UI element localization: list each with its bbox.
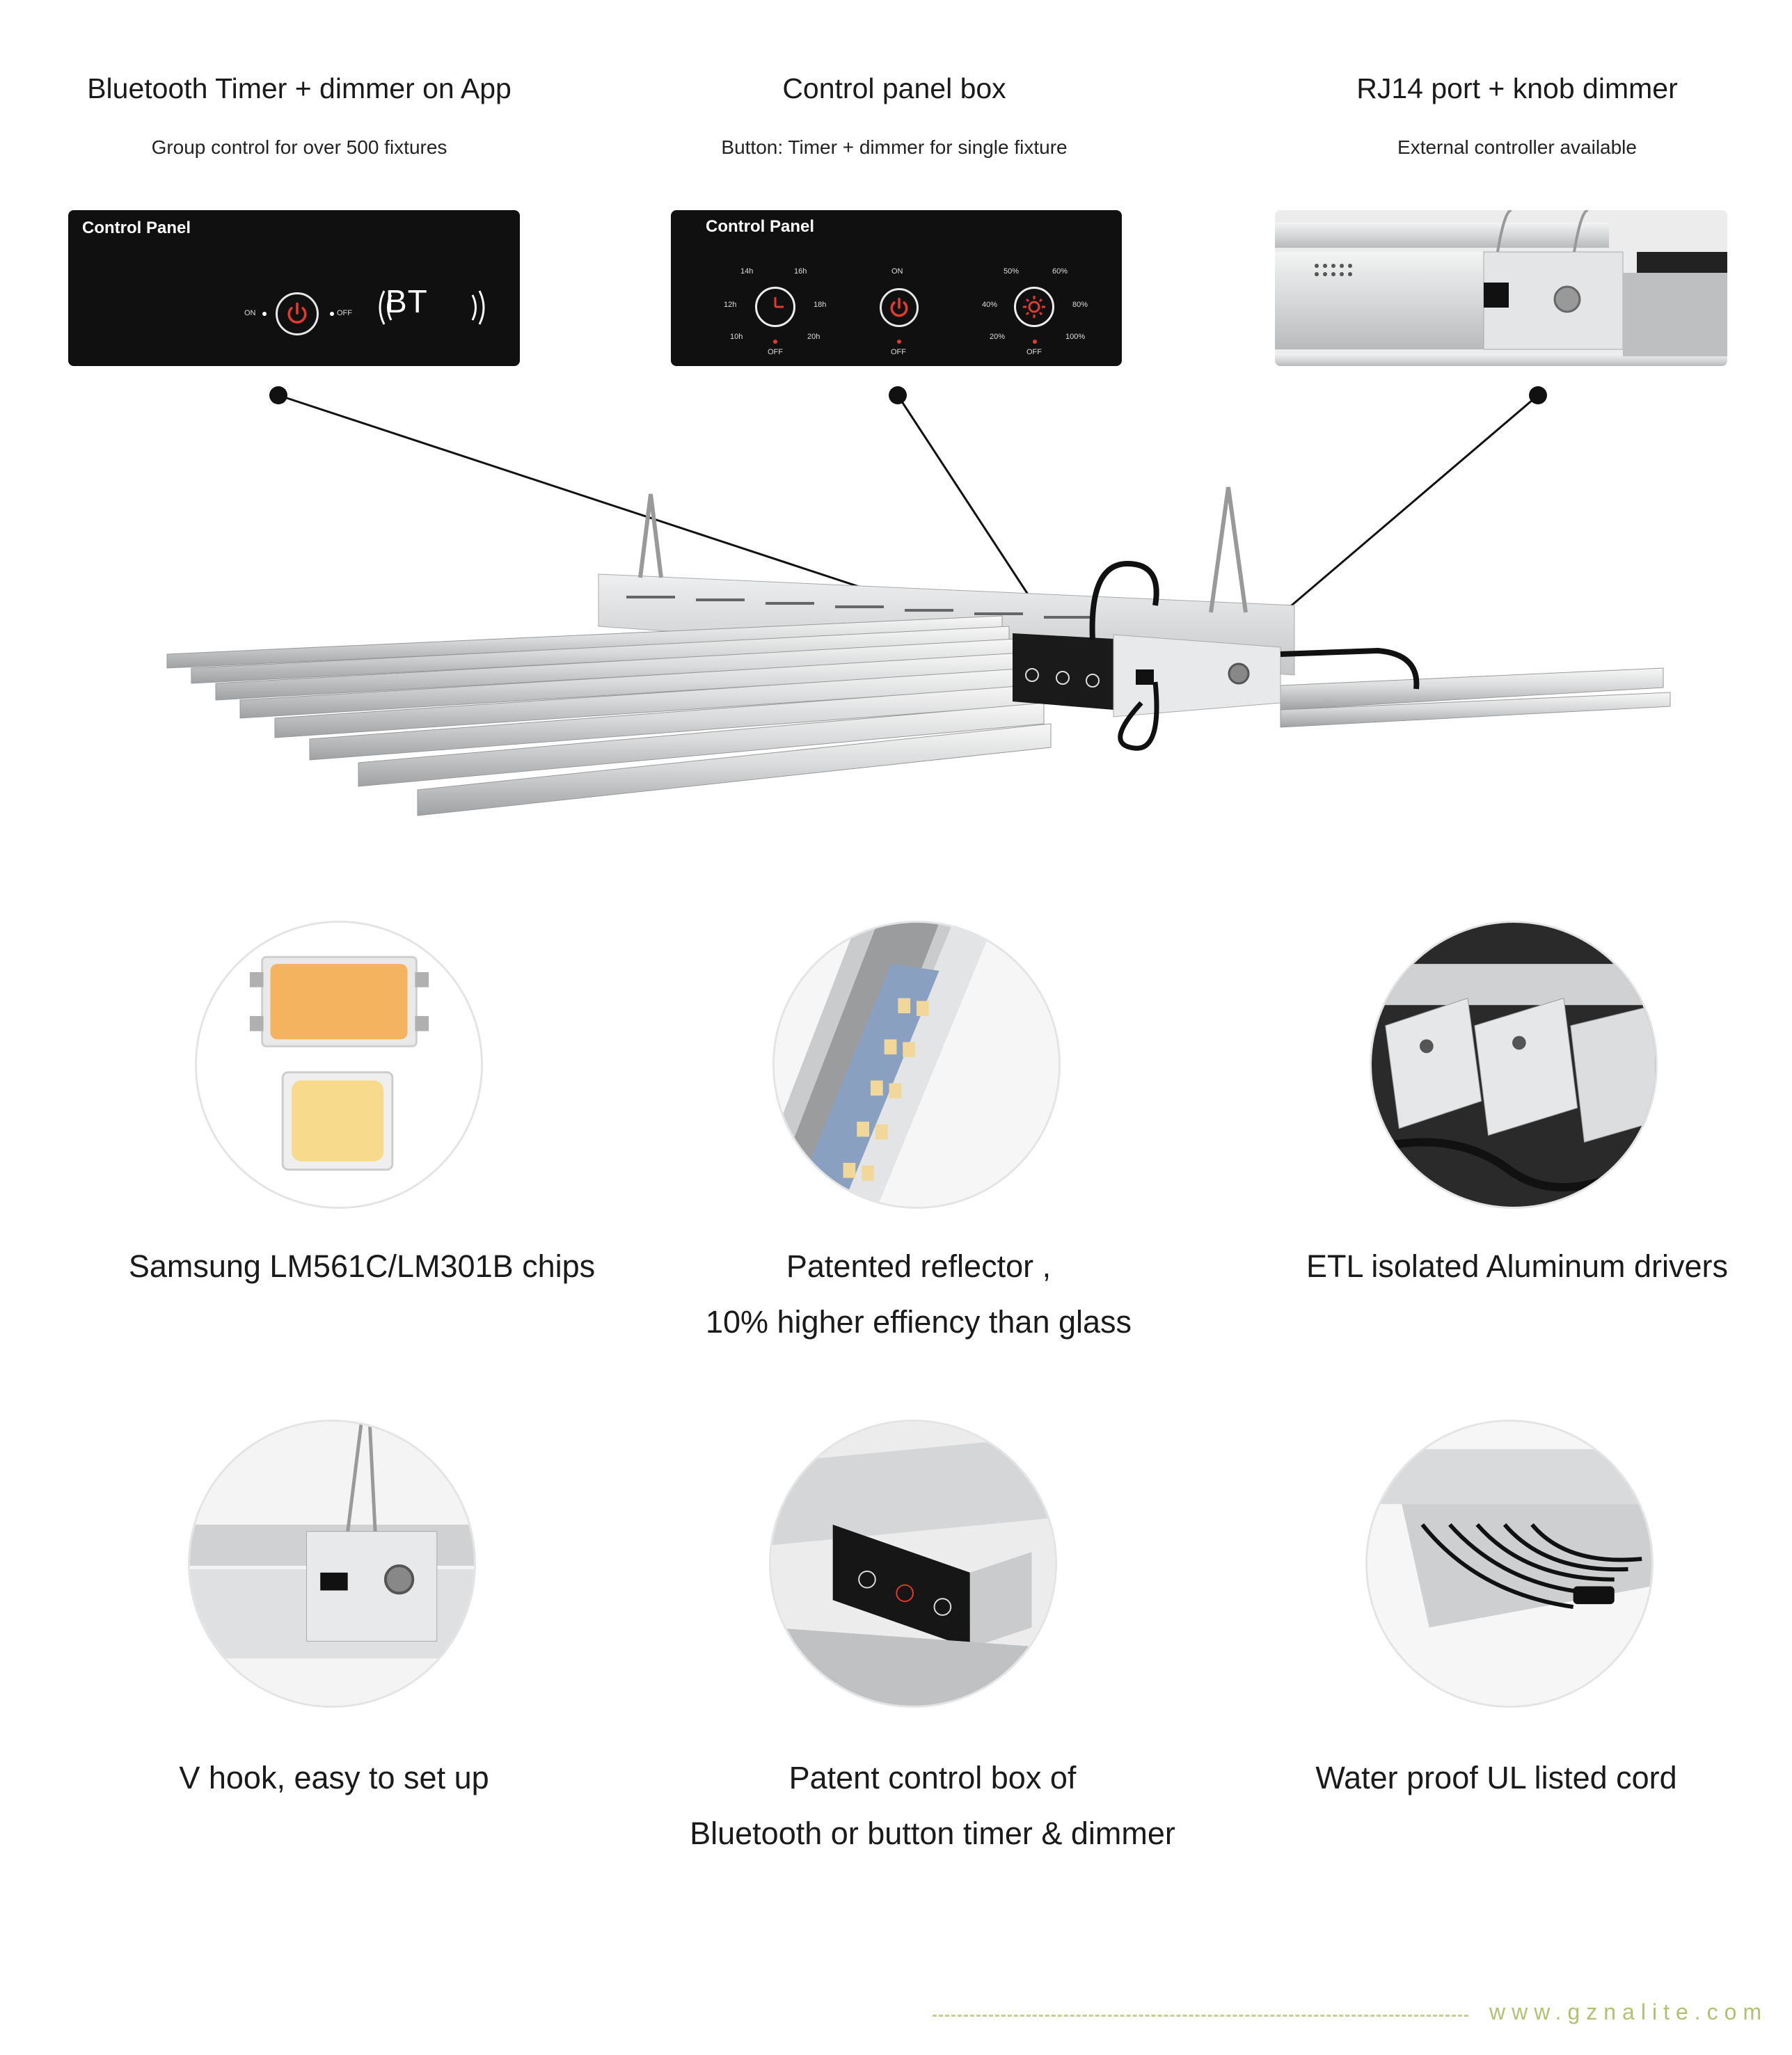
ul-cord-image (1365, 1420, 1654, 1708)
caption-line: 10% higher effiency than glass (705, 1304, 1132, 1340)
caption-control-box: Patent control box of Bluetooth or butto… (626, 1750, 1239, 1862)
aluminum-drivers-image (1370, 921, 1658, 1209)
off-label: OFF (337, 309, 352, 317)
caption-line: Water proof UL listed cord (1315, 1760, 1677, 1795)
dimmer-indicator (1033, 340, 1037, 344)
dimmer-50: 50% (1004, 267, 1020, 276)
off-dot (330, 312, 334, 316)
callout-dot-bluetooth (269, 386, 287, 404)
panel-title: Control Panel (82, 219, 191, 237)
heading-subtitle: Button: Timer + dimmer for single fixtur… (721, 136, 1068, 158)
dimmer-100: 100% (1065, 333, 1086, 341)
callout-dot-control-box (889, 386, 907, 404)
samsung-chips-image (195, 921, 483, 1209)
heading-subtitle: External controller available (1397, 136, 1637, 158)
bt-label: BT (386, 283, 428, 319)
caption-line: V hook, easy to set up (179, 1760, 489, 1795)
caption-line: ETL isolated Aluminum drivers (1306, 1248, 1729, 1284)
caption-samsung-chips: Samsung LM561C/LM301B chips (97, 1239, 626, 1294)
grow-light-fixture-image (166, 486, 1671, 816)
heading-subtitle: Group control for over 500 fixtures (151, 136, 447, 158)
heading-title: Control panel box (782, 72, 1006, 104)
power-indicator (897, 340, 901, 344)
timer-off: OFF (768, 348, 783, 356)
dimmer-off: OFF (1026, 348, 1042, 356)
reflector-image (772, 921, 1061, 1209)
heading-title: Bluetooth Timer + dimmer on App (87, 72, 512, 104)
caption-line: Patent control box of (788, 1760, 1077, 1795)
bluetooth-waves-icon (379, 290, 485, 325)
caption-reflector: Patented reflector , 10% higher effiency… (654, 1239, 1183, 1350)
footer-website: www.gznalite.com (1489, 1999, 1768, 2024)
on-label: ON (244, 309, 256, 317)
callout-dot-rj14 (1529, 386, 1547, 404)
timer-10h: 10h (730, 333, 743, 341)
timer-16h: 16h (794, 267, 807, 276)
caption-line: Patented reflector , (786, 1248, 1052, 1284)
dimmer-40: 40% (982, 301, 998, 309)
timer-14h: 14h (740, 267, 754, 276)
caption-v-hook: V hook, easy to set up (70, 1750, 598, 1806)
footer-divider (933, 2015, 1468, 2017)
rj14-port-knob-image (1275, 210, 1727, 366)
caption-drivers: ETL isolated Aluminum drivers (1253, 1239, 1782, 1294)
caption-ul-cord: Water proof UL listed cord (1232, 1750, 1761, 1806)
timer-18h: 18h (814, 301, 827, 309)
timer-12h: 12h (724, 301, 737, 309)
dimmer-60: 60% (1052, 267, 1068, 276)
timer-clock-icon (755, 287, 795, 327)
control-box-panel-image: Control Panel 14h 16h 12h 18h 10h 20h OF… (671, 210, 1122, 366)
caption-line: Samsung LM561C/LM301B chips (128, 1248, 596, 1284)
power-on-label: ON (891, 267, 903, 276)
timer-indicator (773, 340, 777, 344)
power-icon (276, 292, 319, 335)
timer-20h: 20h (807, 333, 820, 341)
heading-title: RJ14 port + knob dimmer (1356, 72, 1678, 104)
dimmer-80: 80% (1072, 301, 1088, 309)
control-box-image (769, 1420, 1057, 1708)
v-hook-image (188, 1420, 476, 1708)
power-off-label: OFF (891, 348, 906, 356)
dimmer-sun-icon (1014, 287, 1054, 327)
bluetooth-control-panel-image: Control Panel ON OFF BT (68, 210, 520, 366)
power-icon (880, 288, 919, 327)
on-dot (262, 312, 267, 316)
caption-line: Bluetooth or button timer & dimmer (690, 1816, 1175, 1851)
dimmer-20: 20% (990, 333, 1006, 341)
panel-title: Control Panel (706, 217, 815, 236)
